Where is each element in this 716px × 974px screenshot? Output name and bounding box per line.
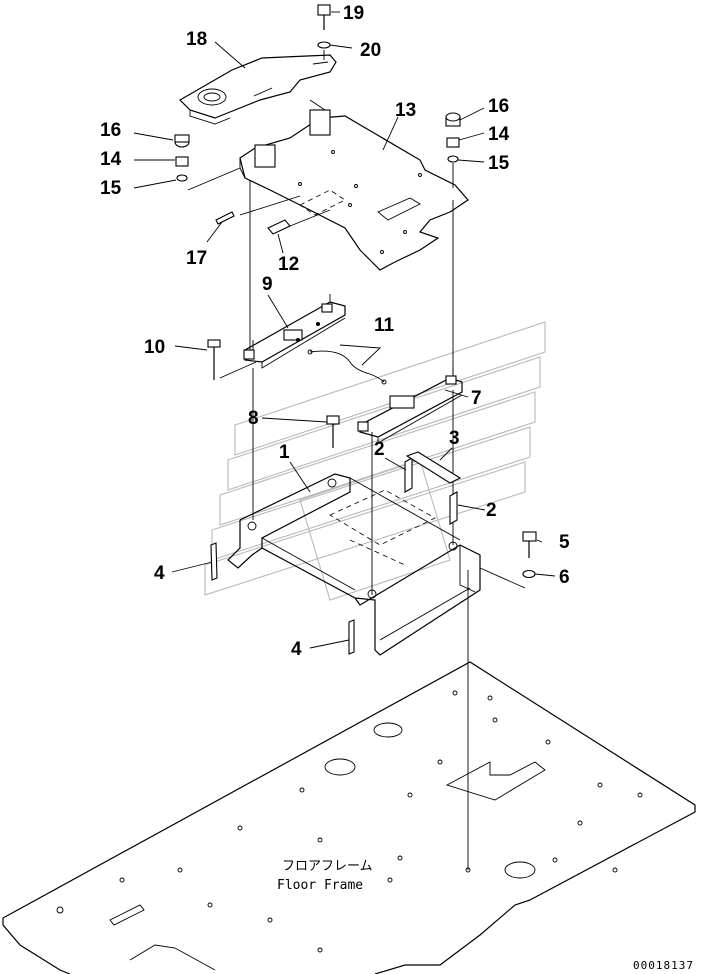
leader-lines bbox=[133, 11, 556, 649]
callout-18: 18 bbox=[186, 29, 207, 50]
drawing-number: 00018137 bbox=[633, 959, 694, 972]
part-15-left bbox=[176, 174, 188, 182]
callout-9: 9 bbox=[262, 274, 273, 295]
callout-3: 3 bbox=[449, 428, 460, 449]
floor-frame-label-en: Floor Frame bbox=[277, 878, 363, 893]
callout-1: 1 bbox=[279, 442, 290, 463]
part-5-bolt bbox=[522, 531, 537, 558]
callout-7: 7 bbox=[471, 388, 482, 409]
callout-14-right: 14 bbox=[488, 124, 510, 145]
part-7-rail bbox=[357, 375, 463, 444]
part-16-left bbox=[174, 134, 190, 148]
callout-16-right: 16 bbox=[488, 96, 509, 117]
part-15-right bbox=[447, 155, 459, 163]
part-11-wire bbox=[307, 349, 387, 385]
callout-16-left: 16 bbox=[100, 120, 121, 141]
part-6-washer bbox=[522, 569, 536, 579]
part-4-pin-upper bbox=[210, 542, 218, 581]
part-3-bar bbox=[405, 451, 462, 484]
part-14-right bbox=[446, 137, 460, 148]
callout-5: 5 bbox=[559, 532, 570, 553]
part-17-pin bbox=[215, 211, 235, 225]
part-16-right bbox=[445, 112, 461, 127]
floor-frame bbox=[2, 661, 696, 974]
part-2-block-upper bbox=[404, 457, 413, 493]
callout-2-lower: 2 bbox=[486, 500, 497, 521]
callout-11: 11 bbox=[374, 315, 395, 336]
part-12-collar bbox=[267, 209, 331, 235]
part-4-pin-lower bbox=[348, 619, 355, 655]
callout-10: 10 bbox=[144, 337, 165, 358]
part-1-stand bbox=[227, 473, 481, 656]
callout-17: 17 bbox=[186, 248, 207, 269]
part-2-block-lower bbox=[449, 491, 458, 525]
callout-8: 8 bbox=[248, 408, 259, 429]
callout-13: 13 bbox=[395, 100, 416, 121]
callout-6: 6 bbox=[559, 567, 570, 588]
part-10-bolt bbox=[207, 339, 221, 380]
callout-15-right: 15 bbox=[488, 153, 510, 174]
part-14-left bbox=[175, 156, 189, 167]
part-20-washer bbox=[317, 41, 331, 49]
part-13-plate bbox=[239, 109, 469, 271]
part-8-bolt bbox=[326, 415, 340, 448]
callout-4-upper: 4 bbox=[154, 563, 165, 584]
part-19-bolt bbox=[317, 4, 331, 30]
watermark-logo bbox=[204, 321, 546, 601]
floor-frame-label-jp: フロアフレーム bbox=[282, 859, 373, 874]
callout-15-left: 15 bbox=[100, 178, 122, 199]
callout-20: 20 bbox=[360, 40, 381, 61]
part-18-bracket bbox=[179, 54, 337, 125]
callout-14-left: 14 bbox=[100, 149, 122, 170]
callout-12: 12 bbox=[278, 254, 299, 275]
callout-19: 19 bbox=[343, 3, 364, 24]
callout-4-lower: 4 bbox=[291, 639, 302, 660]
callout-labels: 19 20 18 13 16 14 15 16 14 15 17 12 9 10… bbox=[100, 3, 570, 660]
part-9-rail bbox=[243, 301, 346, 369]
callout-2-upper: 2 bbox=[374, 439, 385, 460]
